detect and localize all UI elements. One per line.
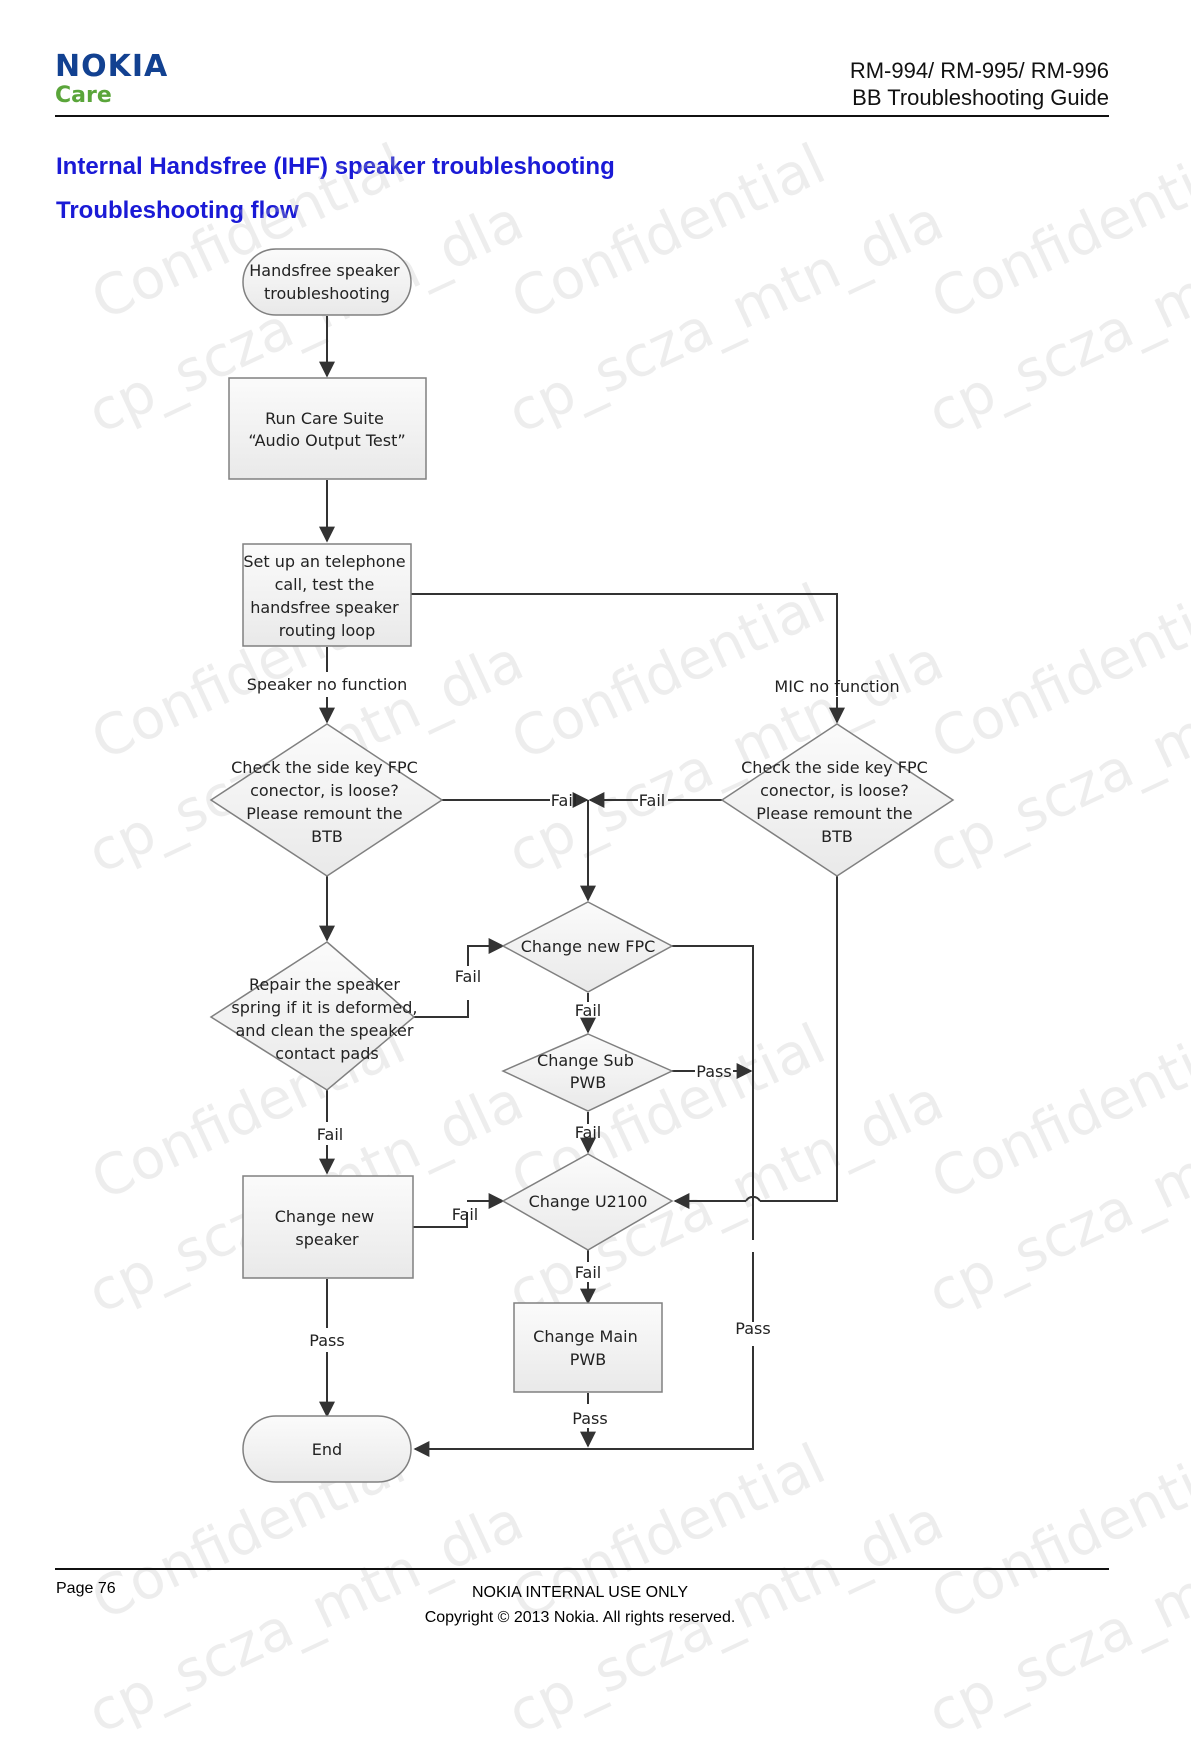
copyright-line: Copyright © 2013 Nokia. All rights reser… <box>424 1609 736 1626</box>
nokia-care-logo: NOKIA Care <box>55 52 168 108</box>
logo-brand: NOKIA <box>55 49 169 84</box>
section-subtitle: Troubleshooting flow <box>56 197 299 224</box>
change-fpc-label: Change new FPC <box>521 937 656 956</box>
telephone-call-box <box>242 543 412 647</box>
edge-repair-fail-a <box>414 1000 469 1018</box>
footer-divider <box>55 1568 1109 1570</box>
document-header: RM-994/ RM-995/ RM-996 BB Troubleshootin… <box>850 57 1109 111</box>
flow-nodes <box>209 248 955 1483</box>
edge-label-speaker-no-function: Speaker no function <box>247 675 408 694</box>
edge-label-pass: Pass <box>735 1319 770 1338</box>
run-care-suite-label: Run Care Suite “Audio Output Test” <box>248 409 405 450</box>
edge-call-to-mic <box>411 593 838 696</box>
edge-label-fail: Fail <box>639 791 665 810</box>
change-speaker-box <box>242 1175 414 1279</box>
change-u2100-decision <box>501 1153 674 1251</box>
repair-spring-decision <box>209 941 416 1091</box>
edge-label-fail: Fail <box>575 1263 601 1282</box>
edge-right-to-u2100-a <box>760 876 838 1202</box>
change-u2100-label: Change U2100 <box>529 1192 648 1211</box>
edge-label-fail: Fail <box>575 1123 601 1142</box>
change-speaker-label: Change new speaker <box>275 1207 380 1249</box>
change-main-pwb-box <box>513 1302 663 1393</box>
repair-spring-label: Repair the speaker spring if it is defor… <box>231 975 422 1063</box>
classification-label: NOKIA INTERNAL USE ONLY <box>471 1584 689 1601</box>
run-care-suite-box <box>228 377 427 480</box>
troubleshooting-flowchart: Handsfree speaker troubleshooting Run Ca… <box>209 248 955 1483</box>
end-label: End <box>312 1440 342 1459</box>
edge-label-mic-no-function: MIC no function <box>774 677 899 696</box>
edge-speaker-fail-a <box>413 1212 468 1228</box>
check-fpc-right-label: Check the side key FPC conector, is loos… <box>741 758 933 846</box>
edge-label-pass: Pass <box>309 1331 344 1350</box>
edge-label-pass: Pass <box>696 1062 731 1081</box>
section-title: Internal Handsfree (IHF) speaker trouble… <box>56 153 615 180</box>
edge-label-fail: Fail <box>455 967 481 986</box>
edge-label-fail: Fail <box>452 1205 478 1224</box>
edge-label-fail: Fail <box>575 1001 601 1020</box>
change-sub-pwb-decision <box>501 1033 674 1112</box>
edge-label-pass: Pass <box>572 1409 607 1428</box>
model-line: RM-994/ RM-995/ RM-996 <box>849 58 1109 83</box>
start-label: Handsfree speaker troubleshooting <box>249 261 404 303</box>
edge-label-fail: Fail <box>551 791 577 810</box>
check-fpc-left-label: Check the side key FPC conector, is loos… <box>231 758 423 846</box>
start-terminator <box>242 248 412 316</box>
header-divider <box>55 115 1109 117</box>
edge-repair-fail-b <box>467 938 505 966</box>
edge-crossover <box>745 1195 761 1202</box>
edge-fpc-pass-right <box>672 945 754 1240</box>
change-main-pwb-label: Change Main PWB <box>533 1327 643 1369</box>
page-number: Page 76 <box>56 1580 116 1597</box>
check-fpc-left-decision <box>209 723 444 877</box>
footer-notice: NOKIA INTERNAL USE ONLY Copyright © 2013… <box>300 1580 860 1630</box>
change-sub-pwb-label: Change Sub PWB <box>537 1051 639 1092</box>
check-fpc-right-decision <box>720 723 955 877</box>
end-terminator <box>242 1415 412 1483</box>
logo-subbrand: Care <box>55 83 112 108</box>
edge-label-fail: Fail <box>317 1125 343 1144</box>
change-fpc-decision <box>501 901 674 993</box>
flow-connectors <box>319 316 845 1457</box>
guide-title: BB Troubleshooting Guide <box>852 85 1109 110</box>
telephone-call-label: Set up an telephone call, test the hands… <box>243 552 410 640</box>
edge-pass-right-to-end <box>413 1346 754 1457</box>
